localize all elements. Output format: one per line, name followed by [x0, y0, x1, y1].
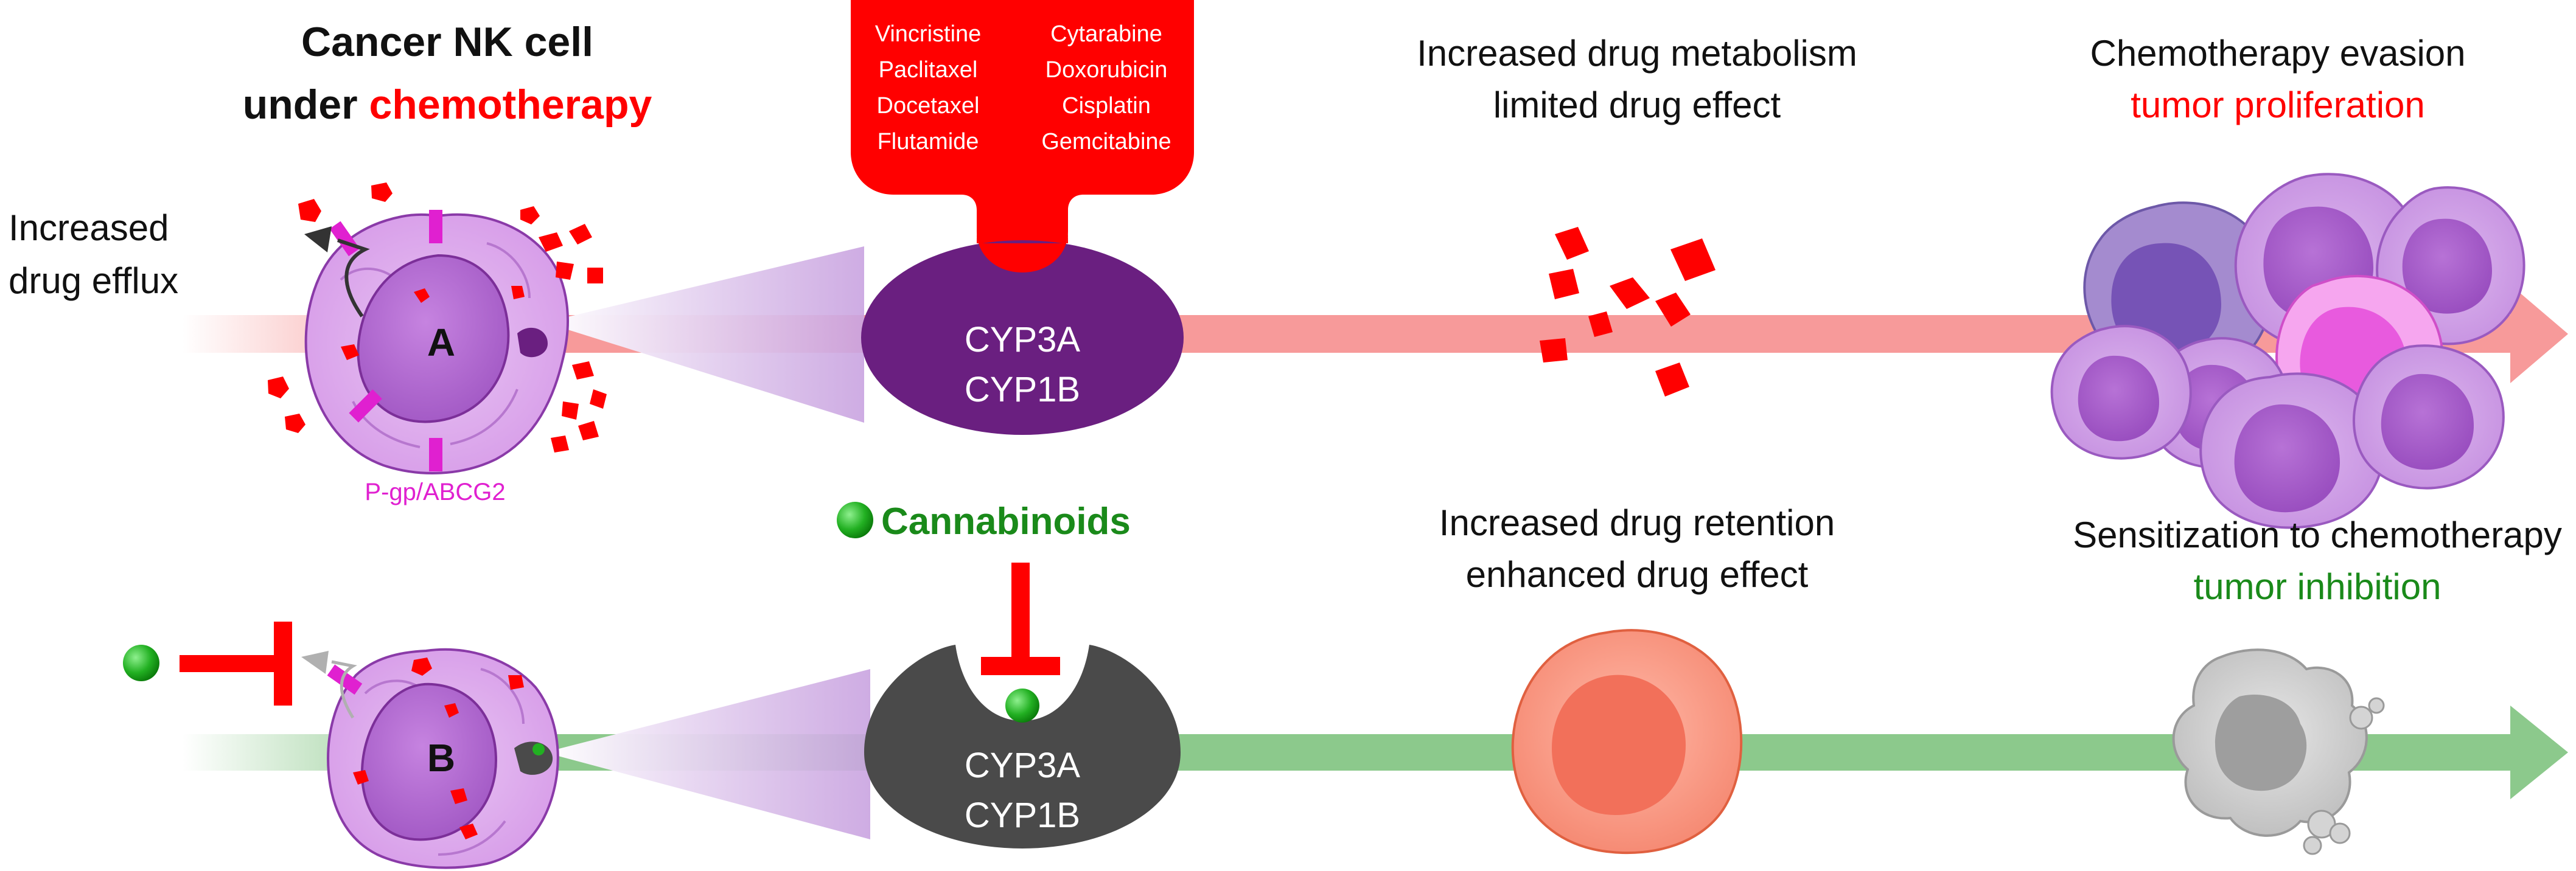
drug-right-3: Gemcitabine: [1041, 129, 1171, 154]
sensitized-cell: [1511, 629, 1743, 855]
title-line1: Cancer NK cell: [301, 19, 593, 65]
bottom-magnification-cone: [545, 669, 870, 839]
cancer-nk-cell-a: A: [304, 210, 569, 474]
drug-right-2: Cisplatin: [1062, 93, 1151, 119]
drug-right-0: Cytarabine: [1050, 21, 1162, 47]
cannabinoid-dot-icon: [837, 502, 873, 538]
cell-a-label: A: [427, 321, 455, 364]
pump-top: [429, 210, 442, 243]
cannabinoids-label: Cannabinoids: [881, 501, 1131, 543]
pump-b: [327, 664, 363, 695]
bottom-mid-line1: Increased drug retention: [1439, 502, 1835, 543]
cannabinoids-label-group: Cannabinoids: [837, 501, 1131, 543]
drug-left-2: Docetaxel: [877, 93, 980, 119]
cell-b-label: B: [427, 736, 455, 780]
efflux-label-line2: drug efflux: [9, 260, 178, 301]
enzyme-bottom-line1: CYP3A: [965, 746, 1081, 785]
bottom-right-line1: Sensitization to chemotherapy: [2073, 515, 2562, 555]
bottom-right-line2: tumor inhibition: [2194, 566, 2442, 607]
pump-bottom-left: [349, 389, 382, 423]
top-right-line1: Chemotherapy evasion: [2090, 33, 2465, 74]
drug-left-1: Paclitaxel: [879, 57, 978, 83]
enzyme-top-line2: CYP1B: [965, 370, 1080, 409]
bound-cannabinoid-icon: [1005, 689, 1039, 723]
enzyme-top: CYP3A CYP1B: [861, 231, 1184, 435]
title-line2-prefix: under: [243, 82, 369, 128]
cell-a-nucleus: [357, 254, 510, 423]
drug-left-0: Vincristine: [875, 21, 982, 47]
enzyme-top-line1: CYP3A: [965, 320, 1081, 359]
tumor-cluster: [2050, 173, 2525, 529]
dying-tumor-cell: [2172, 648, 2385, 855]
efflux-label-line1: Increased: [9, 207, 169, 248]
drug-fragments-cell-b: [353, 658, 524, 839]
title-line2-highlight: chemotherapy: [369, 82, 652, 128]
enzyme-bottom: CYP3A CYP1B: [864, 645, 1181, 848]
free-cannabinoid-icon: [123, 645, 159, 681]
top-magnification-cone: [545, 246, 864, 423]
top-mid-line2: limited drug effect: [1493, 85, 1781, 125]
pump-bottom: [429, 438, 442, 471]
title: Cancer NK cell under chemotherapy: [243, 19, 652, 128]
top-mid-line1: Increased drug metabolism: [1417, 33, 1857, 74]
drug-left-3: Flutamide: [878, 129, 979, 154]
pump-inhibition: [123, 622, 292, 706]
metabolized-drug-fragments: [1540, 227, 1716, 397]
enzyme-bottom-line2: CYP1B: [965, 796, 1080, 835]
transporter-label: P-gp/ABCG2: [365, 479, 505, 505]
top-right-line2: tumor proliferation: [2131, 85, 2425, 125]
bottom-mid-line2: enhanced drug effect: [1466, 554, 1809, 595]
drug-right-1: Doxorubicin: [1045, 57, 1168, 83]
title-line2: under chemotherapy: [243, 82, 652, 128]
chemotherapy-drugs-block: Vincristine Paclitaxel Docetaxel Flutami…: [851, 0, 1194, 272]
cell-a-enzyme-blob: [517, 327, 548, 358]
retained-arrow-head-icon: [301, 651, 329, 674]
pump-top-left: [329, 221, 360, 257]
efflux-arrow-head-icon: [304, 226, 332, 252]
drug-fragments-cell-a: [268, 182, 607, 453]
enzyme-inhibition-symbol: [981, 563, 1060, 675]
